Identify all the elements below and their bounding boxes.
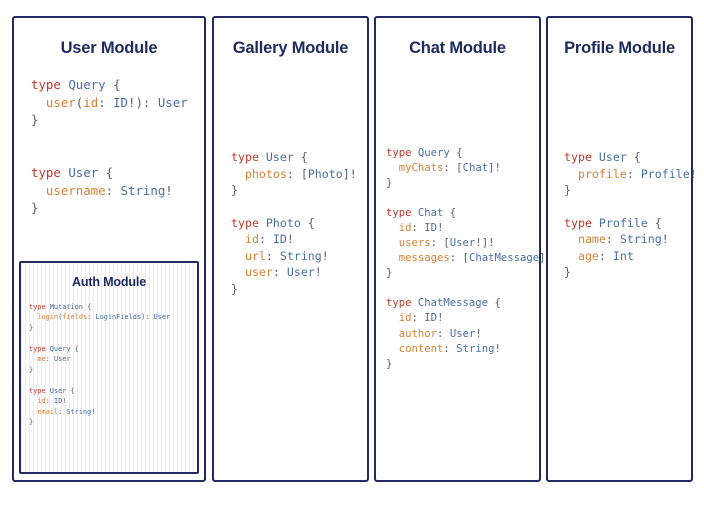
panel-title-chat-module: Chat Module	[409, 39, 506, 57]
panel-title-auth-module: Auth Module	[71, 275, 147, 289]
code-block-chat-module: type Query { myChats: [Chat]! } type Cha…	[386, 147, 552, 370]
panel-title-gallery-module: Gallery Module	[232, 39, 349, 57]
panel-title-profile-module: Profile Module	[564, 39, 675, 57]
code-block-user-module: type Query { user(id: ID!): User } type …	[31, 77, 188, 216]
code-block-profile-module: type User { profile: Profile! } type Pro…	[564, 150, 697, 280]
panel-profile-module[interactable]: Profile Module type User { profile: Prof…	[546, 16, 697, 482]
panel-title-user-module: User Module	[60, 39, 158, 57]
panel-user-module[interactable]: User Module type Query { user(id: ID!): …	[12, 16, 206, 482]
panel-auth-module[interactable]: Auth Module type Mutation { login(fields…	[19, 261, 199, 474]
panel-chat-module[interactable]: Chat Module type Query { myChats: [Chat]…	[374, 16, 552, 482]
code-block-auth-module: type Mutation { login(fields: LoginField…	[29, 302, 171, 427]
panel-gallery-module[interactable]: Gallery Module type User { photos: [Phot…	[212, 16, 369, 482]
code-block-gallery-module: type User { photos: [Photo]! } type Phot…	[231, 150, 357, 296]
